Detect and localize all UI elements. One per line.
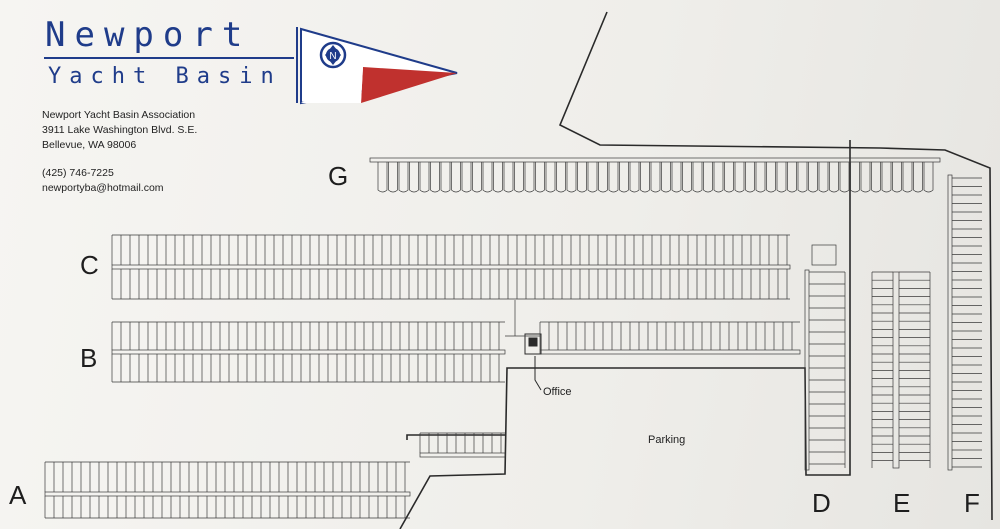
office-building [524, 333, 542, 391]
covered-slip [388, 162, 398, 193]
covered-slip [923, 162, 934, 193]
logo-divider [296, 27, 298, 103]
association-name: Newport Yacht Basin Association [42, 109, 196, 121]
parking-label: Parking [648, 434, 686, 446]
covered-slip [524, 162, 535, 193]
shoreline [558, 11, 993, 521]
covered-slip [640, 162, 650, 193]
dock-f-label: F [964, 488, 980, 518]
covered-slip [566, 162, 577, 193]
covered-slip [766, 162, 776, 193]
covered-slip [671, 162, 682, 193]
city-state-zip: Bellevue, WA 98006 [42, 139, 137, 151]
covered-slip [745, 162, 755, 193]
dock-a-label: A [9, 480, 27, 510]
address-block: Newport Yacht Basin Association 3911 Lak… [42, 108, 197, 153]
covered-slip [787, 162, 797, 193]
burgee-flag-icon: N [300, 27, 458, 105]
email-address[interactable]: newportyba@hotmail.com [42, 182, 164, 194]
dock-e-walkway [892, 271, 900, 469]
covered-slip [776, 162, 787, 193]
covered-slip [682, 162, 692, 193]
covered-slip [797, 162, 808, 193]
burgee-letter: N [329, 51, 336, 62]
office-label: Office [543, 386, 572, 398]
covered-slip [755, 162, 766, 193]
covered-slip [556, 162, 566, 193]
covered-slip [461, 162, 472, 193]
street-address: 3911 Lake Washington Blvd. S.E. [42, 124, 198, 136]
covered-slip [377, 162, 388, 193]
covered-slip [860, 162, 871, 193]
covered-slip [619, 162, 629, 193]
covered-slip [629, 162, 640, 193]
covered-slip [818, 162, 829, 193]
dock-b-label: B [80, 343, 98, 373]
covered-slip [598, 162, 608, 193]
covered-slip [587, 162, 598, 193]
covered-slip [419, 162, 430, 193]
slip-grid [44, 157, 982, 519]
dock-e-label: E [893, 488, 911, 518]
covered-slip [535, 162, 545, 193]
covered-slip [451, 162, 461, 193]
covered-slip [482, 162, 493, 193]
dock-d-head [811, 244, 837, 266]
dock-g-label: G [328, 161, 349, 191]
covered-slip [472, 162, 482, 193]
covered-slip [440, 162, 451, 193]
covered-slip [661, 162, 671, 193]
covered-slip [724, 162, 734, 193]
dock-d-walkway [804, 269, 810, 471]
logo-subtitle: Yacht Basin [48, 64, 282, 89]
covered-slip [409, 162, 419, 193]
covered-slip [829, 162, 839, 193]
covered-slip [493, 162, 503, 193]
covered-slip [713, 162, 724, 193]
covered-slip [913, 162, 923, 193]
dock-b-east-walkway [539, 349, 801, 355]
covered-slip [398, 162, 409, 193]
covered-slip [839, 162, 850, 193]
covered-slip [650, 162, 661, 193]
dock-g-walkway [369, 157, 941, 163]
dock-b-walkway [111, 349, 506, 355]
covered-slip [808, 162, 818, 193]
dock-a-walkway [44, 491, 411, 497]
covered-slip [514, 162, 524, 193]
covered-slip [608, 162, 619, 193]
covered-slip [703, 162, 713, 193]
covered-slip [692, 162, 703, 193]
dock-d-label: D [812, 488, 831, 518]
covered-slip [430, 162, 440, 193]
parking-outline [399, 140, 851, 529]
covered-slip [850, 162, 860, 193]
dock-a-end-walkway [419, 452, 506, 458]
logo-rule [44, 57, 294, 59]
contact-block: (425) 746-7225 newportyba@hotmail.com [42, 166, 164, 196]
covered-slip [871, 162, 881, 193]
covered-slip [577, 162, 587, 193]
phone-number: (425) 746-7225 [42, 167, 114, 179]
covered-slip [892, 162, 902, 193]
covered-slip [545, 162, 556, 193]
dock-c-walkway [111, 264, 791, 270]
covered-slip [881, 162, 892, 193]
logo-title: Newport [45, 15, 252, 55]
covered-slip [734, 162, 745, 193]
covered-slip [503, 162, 514, 193]
dock-f-walkway [947, 174, 953, 471]
covered-slip [902, 162, 913, 193]
dock-c-label: C [80, 250, 99, 280]
